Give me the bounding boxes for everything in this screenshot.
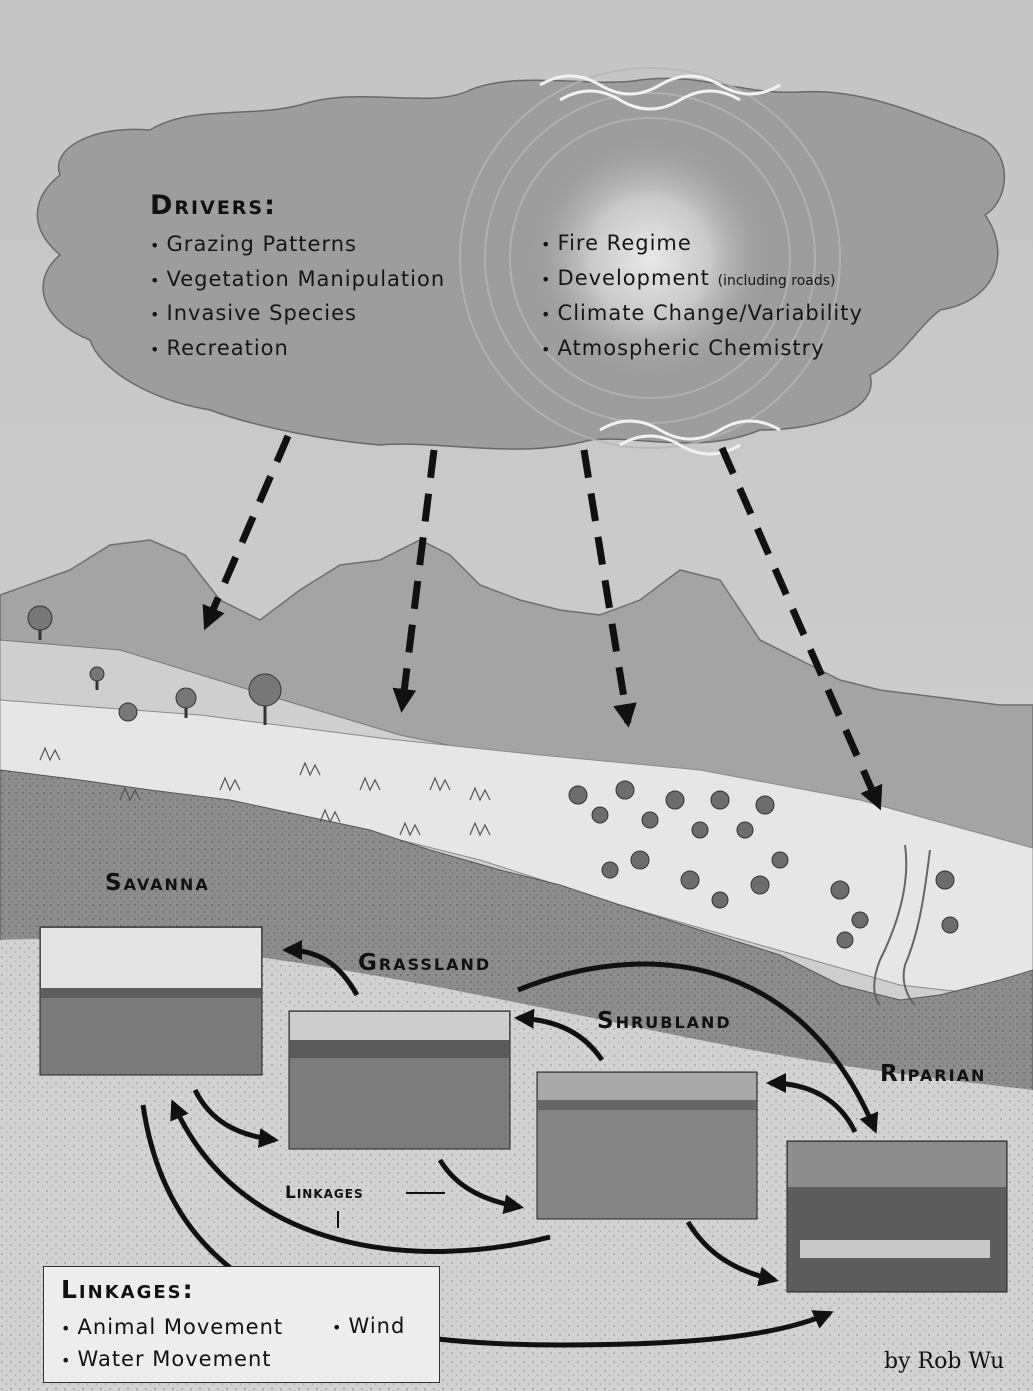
label-riparian: Riparian	[880, 1061, 987, 1087]
drivers-title: Drivers:	[150, 190, 277, 221]
driver-arrow-riparian	[718, 446, 883, 811]
label-grassland: Grassland	[358, 950, 492, 976]
linkages-marker: Linkages	[285, 1183, 364, 1203]
linkage-item: Water Movement	[61, 1347, 272, 1371]
driver-item: Grazing Patterns	[150, 228, 445, 263]
driver-item: Invasive Species	[150, 297, 445, 332]
savanna-trees	[27, 605, 282, 725]
driver-arrows	[202, 434, 883, 811]
linkage-arrows	[140, 940, 879, 1348]
driver-item: Recreation	[150, 332, 445, 367]
drivers-list-left: Grazing Patterns Vegetation Manipulation…	[150, 228, 445, 366]
label-shrubland: Shrubland	[597, 1008, 732, 1034]
linkages-pointer	[337, 1192, 445, 1228]
grass-tufts	[39, 746, 491, 837]
driver-item: Atmospheric Chemistry	[541, 332, 863, 367]
photo-savanna	[39, 926, 263, 1076]
driver-item-development: Development (including roads)	[541, 262, 863, 298]
photo-grassland	[288, 1010, 511, 1150]
driver-arrow-savanna	[202, 434, 292, 631]
heat-waves	[539, 74, 781, 456]
riparian-stream	[873, 844, 931, 1006]
label-savanna: Savanna	[105, 870, 210, 896]
photo-riparian	[786, 1140, 1008, 1293]
artist-credit: by Rob Wu	[884, 1349, 1005, 1374]
driver-item-label: Development	[557, 265, 710, 290]
linkage-item: Animal Movement	[61, 1315, 283, 1339]
linkages-legend: Linkages: Animal Movement Wind Water Mov…	[43, 1266, 440, 1383]
drivers-list-right: Fire Regime Development (including roads…	[541, 227, 863, 366]
driver-item: Fire Regime	[541, 227, 863, 262]
driver-item: Climate Change/Variability	[541, 297, 863, 332]
photo-shrubland	[536, 1071, 758, 1220]
linkage-item: Wind	[332, 1314, 405, 1338]
driver-item-note: (including roads)	[717, 272, 836, 289]
shrubs	[568, 780, 959, 949]
driver-arrow-shrubland	[580, 449, 637, 728]
linkages-title: Linkages:	[61, 1275, 195, 1304]
driver-item: Vegetation Manipulation	[150, 263, 445, 298]
